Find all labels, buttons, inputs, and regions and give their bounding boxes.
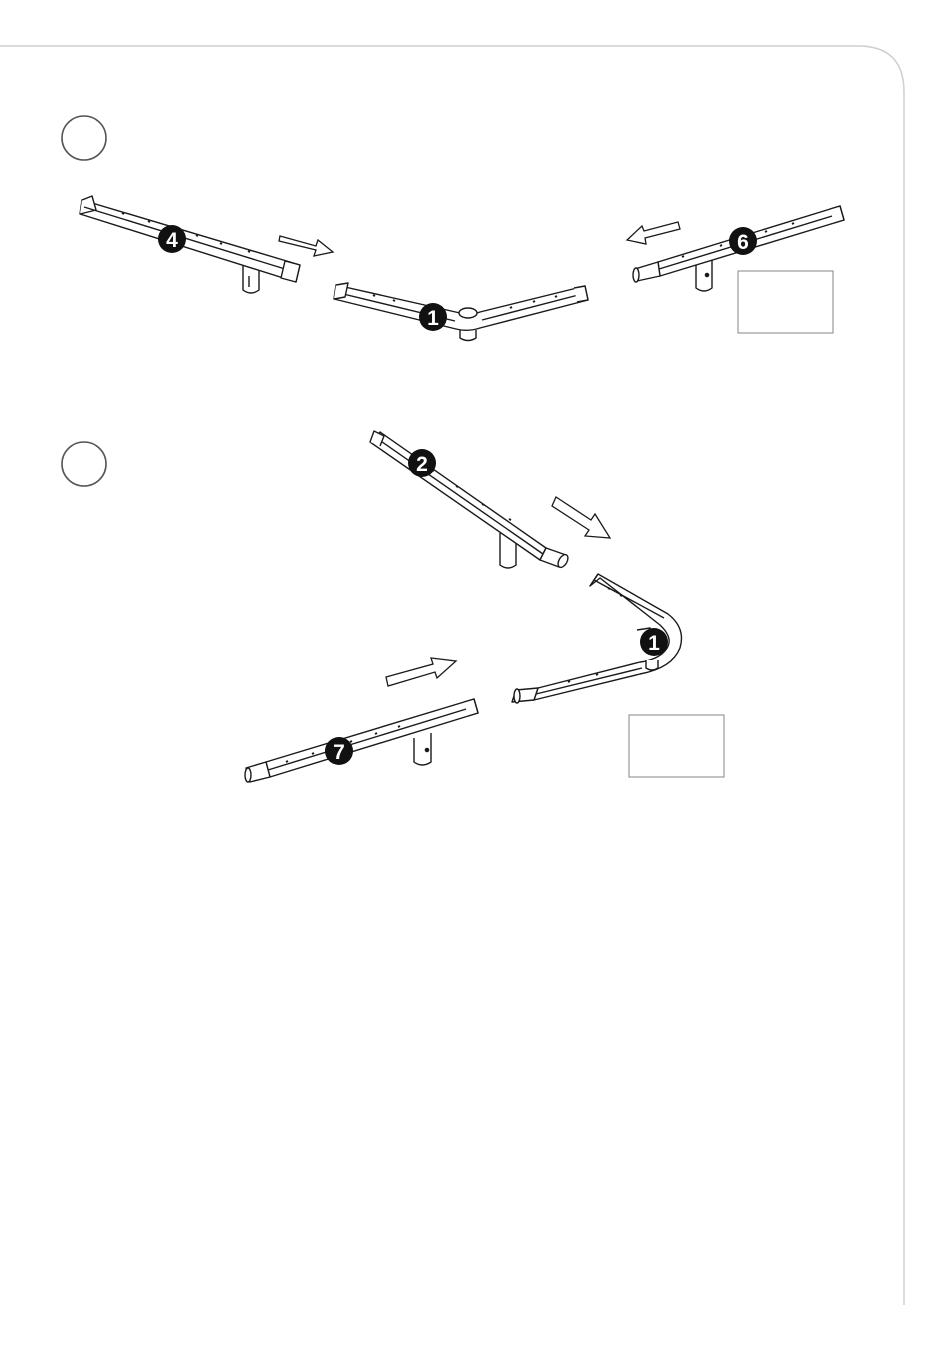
insert-arrow — [279, 236, 333, 256]
part-badge-2: 2 — [408, 449, 436, 477]
insert-arrow — [627, 222, 680, 244]
insert-arrow — [552, 497, 610, 538]
step-2-number-circle — [62, 442, 106, 486]
svg-text:1: 1 — [427, 307, 439, 330]
part-badge-6: 6 — [729, 227, 757, 255]
tube-part-1 — [334, 283, 588, 341]
insert-arrow — [386, 658, 456, 686]
tube-part-7 — [245, 699, 478, 782]
part-badge-7: 7 — [325, 737, 353, 765]
part-badge-4: 4 — [158, 225, 186, 253]
svg-text:2: 2 — [416, 453, 428, 476]
callout-box — [629, 715, 724, 777]
part-badge-1: 1 — [640, 628, 668, 656]
svg-text:1: 1 — [648, 632, 660, 655]
step-2: 2 1 7 — [62, 431, 724, 782]
svg-text:6: 6 — [737, 231, 749, 254]
step-1: 4 1 6 — [62, 116, 844, 341]
tube-part-2 — [370, 431, 570, 569]
callout-box — [738, 271, 833, 333]
svg-text:7: 7 — [333, 741, 345, 764]
part-badge-1: 1 — [419, 303, 447, 331]
step-1-number-circle — [62, 116, 106, 160]
svg-text:4: 4 — [166, 229, 178, 252]
tube-part-4 — [80, 196, 300, 293]
